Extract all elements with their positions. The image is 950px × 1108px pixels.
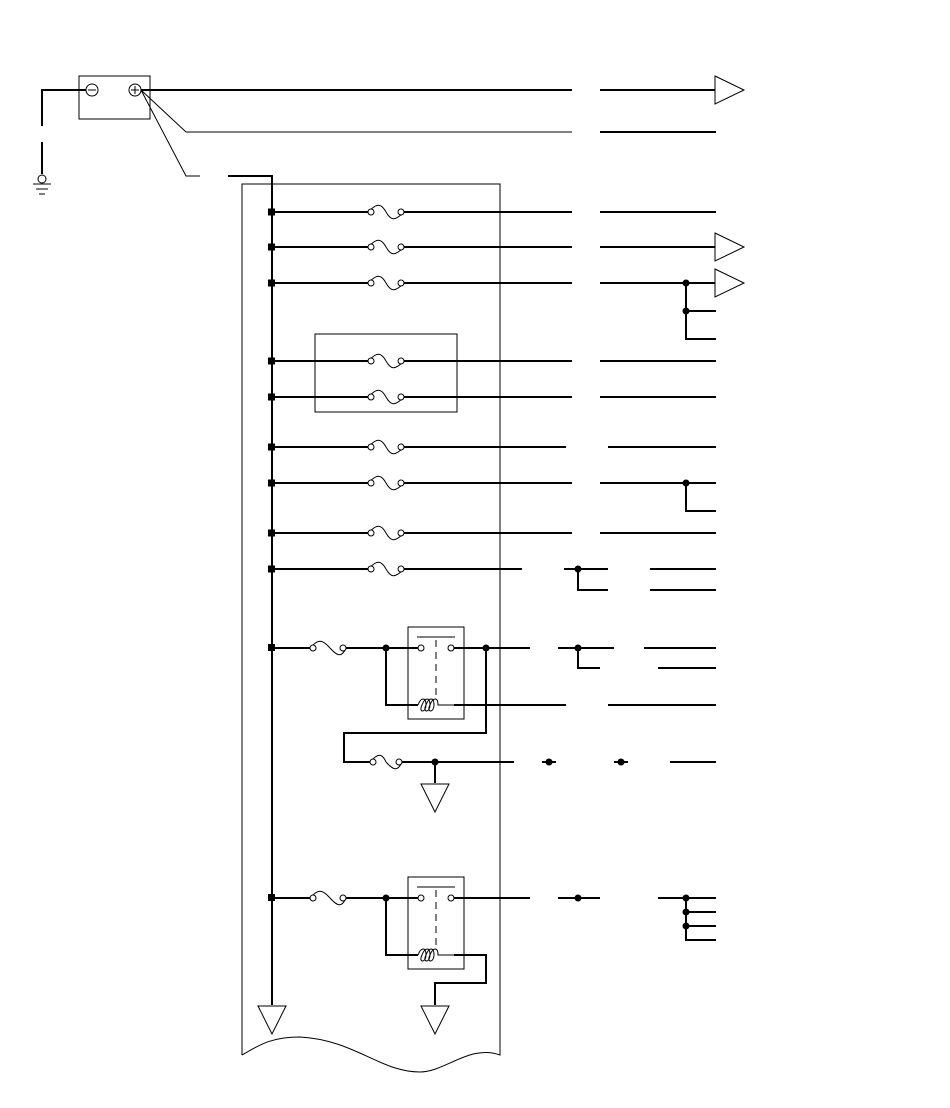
- battery-positive-feeds: [140, 89, 716, 205]
- fused-circuit-5: [268, 389, 716, 405]
- relay-1-output-fuse: [369, 754, 716, 814]
- bus-junction: [268, 529, 275, 537]
- fused-circuit-3: [268, 275, 716, 291]
- row7-branch: [682, 479, 716, 512]
- fuse-icon: [367, 204, 405, 220]
- ground-icon: [420, 1005, 450, 1036]
- fuse-icon: [367, 389, 405, 405]
- bus-junction: [268, 243, 275, 251]
- fuse-icon: [367, 239, 405, 255]
- battery-positive-terminal: [128, 83, 142, 97]
- relay-1-coil: [417, 698, 454, 712]
- relay-2-coil: [417, 948, 454, 962]
- ground-icon: [420, 783, 450, 814]
- bus-junction: [268, 393, 275, 401]
- fused-circuit-9: [268, 561, 522, 577]
- battery: [78, 75, 151, 120]
- fused-circuits: [268, 204, 716, 577]
- fused-circuit-1: [268, 204, 716, 220]
- chassis-ground-icon: [33, 174, 51, 195]
- fused-circuit-2: [268, 239, 716, 255]
- relay-1-body: [407, 626, 465, 720]
- relay-2-body: [407, 876, 465, 970]
- bus-junction: [268, 894, 275, 901]
- row3-branches: [682, 279, 716, 340]
- fuse-box-outline: [241, 183, 501, 1073]
- fuse-icon: [367, 353, 405, 369]
- ground-icon: [257, 1005, 287, 1036]
- battery-negative-terminal: [85, 83, 99, 97]
- relay-2: [272, 876, 716, 1036]
- battery-ground-wire: [41, 89, 86, 174]
- connector-arrow-icon: [714, 232, 746, 262]
- bus-junction: [268, 357, 275, 365]
- fuse-icon: [367, 561, 405, 577]
- row-connector-arrows: [714, 232, 746, 298]
- bus-junction: [268, 279, 275, 287]
- fuse-icon: [367, 275, 405, 291]
- fuse-icon: [367, 475, 405, 491]
- fuse-block-box: [314, 333, 458, 413]
- fuse-icon: [367, 439, 405, 455]
- connector-arrow-icon: [714, 75, 746, 105]
- fuse-icon: [367, 525, 405, 541]
- bus-junction: [268, 479, 275, 487]
- fused-circuit-6: [268, 439, 716, 455]
- bus-junction: [268, 208, 275, 216]
- battery-body: [78, 75, 151, 120]
- bus-junction: [268, 443, 275, 451]
- connector-arrow-icon: [714, 268, 746, 298]
- fused-circuit-7: [268, 475, 716, 491]
- fused-circuit-8: [268, 525, 716, 541]
- fused-circuit-4: [268, 353, 716, 369]
- row9-split: [564, 565, 716, 591]
- bus-junction: [268, 565, 275, 573]
- relay-1: [272, 626, 716, 763]
- bus-junction: [268, 644, 275, 651]
